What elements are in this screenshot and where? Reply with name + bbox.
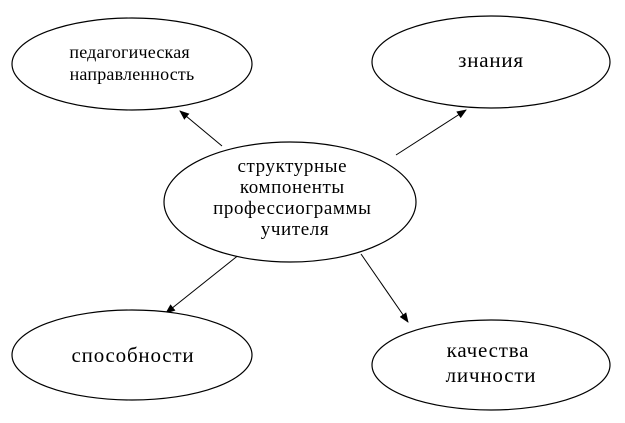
node-bottom-right-ellipse [371, 319, 611, 411]
node-center-ellipse [163, 141, 417, 263]
node-bottom-left-ellipse [11, 309, 253, 401]
node-top-left-ellipse [11, 17, 253, 111]
node-bottom-left-line-1: способности [72, 343, 195, 367]
node-knowledge: знания [371, 15, 611, 109]
node-pedagogical-orientation: педагогическая направленность [11, 17, 253, 111]
arrow-to-bottom-left [165, 253, 241, 314]
node-center-line-4: учителя [261, 219, 329, 240]
arrow-to-bottom-right [360, 253, 409, 323]
svg-text:качества личности: качества личности [446, 338, 537, 387]
arrow-to-top-left [179, 110, 223, 147]
svg-text:педагогическая направлен: педагогическая направленность [69, 42, 194, 84]
svg-text:структурные компоненты: структурные компоненты профессиограммы у… [213, 156, 377, 240]
node-top-right-line-1: знания [458, 48, 524, 72]
node-abilities: способности [11, 309, 253, 401]
node-center-structural-components: структурные компоненты профессиограммы у… [163, 141, 417, 263]
node-personal-qualities: качества личности [371, 319, 611, 411]
node-top-right-ellipse [371, 15, 611, 109]
svg-text:способности: способности [72, 343, 195, 367]
node-bottom-right-line-2: личности [446, 363, 537, 387]
node-center-line-1: структурные [237, 156, 347, 177]
arrow-to-top-right [395, 109, 467, 156]
node-top-left-line-2: направленность [70, 64, 195, 84]
node-top-left-line-1: педагогическая [69, 42, 190, 62]
svg-text:знания: знания [458, 48, 524, 72]
node-center-line-3: профессиограммы [213, 198, 371, 219]
node-center-line-2: компоненты [240, 177, 345, 198]
node-bottom-right-line-1: качества [447, 338, 530, 362]
